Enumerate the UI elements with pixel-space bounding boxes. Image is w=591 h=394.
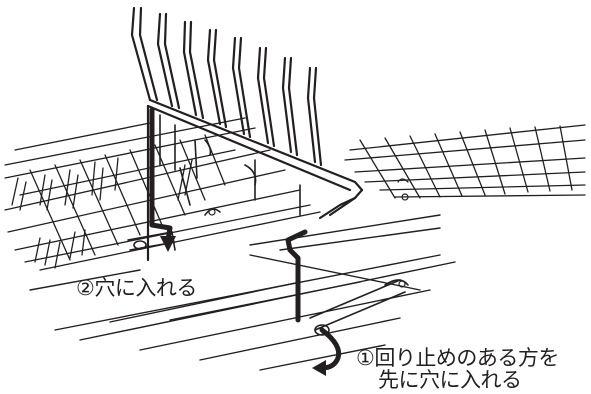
tine-rack [130, 6, 364, 262]
tine-rack-panel [159, 114, 301, 216]
step2-marker: ② [76, 276, 95, 300]
step1-text-line2: 先に穴に入れる [378, 368, 522, 392]
right-pin-stopper [309, 279, 409, 336]
arrow-step2-head [160, 236, 176, 252]
arrow-step1-head [312, 360, 326, 376]
basket-wire-mesh-right [344, 124, 586, 201]
step1-text-line1: 回り止めのある方を [374, 346, 559, 370]
step1-marker: ① [356, 346, 375, 370]
arrow-step1 [285, 229, 342, 371]
step1-line1: ①回り止めのある方を [356, 347, 559, 369]
step2-label: ②穴に入れる [76, 277, 197, 299]
step2-text: 穴に入れる [94, 276, 197, 300]
step1-label: ①回り止めのある方を 先に穴に入れる [356, 347, 559, 391]
arrow-step2 [149, 107, 173, 243]
